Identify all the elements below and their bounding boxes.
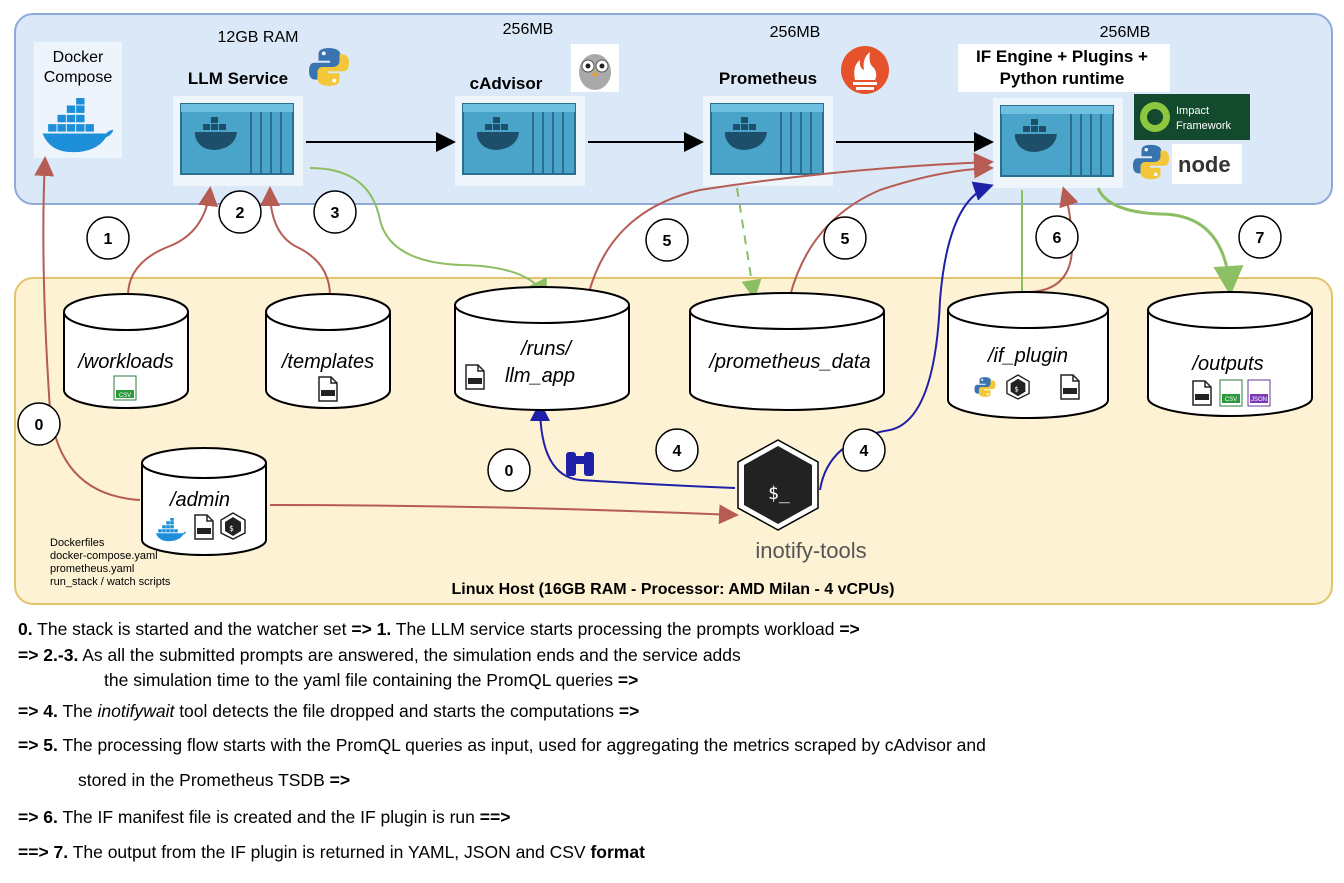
volume-label: /if_plugin [986,345,1068,367]
note-step-6: => 6. The IF manifest file is created an… [18,807,511,827]
if-engine-label-1: IF Engine + Plugins + [976,47,1148,66]
volume-label-1: /runs/ [519,338,573,360]
step-badge: 0 [17,402,61,446]
step-badge: 6 [1035,215,1079,259]
svg-text:7: 7 [1256,230,1265,247]
cadvisor-container: 256MB cAdvisor [453,21,619,186]
container-icon [991,98,1125,188]
llm-service-container: 12GB RAM LLM Service [171,29,349,186]
volume-runs: /runs/ llm_app [454,286,630,411]
framework-label: Framework [1176,120,1232,132]
nodejs-logo: node [1172,144,1242,184]
yaml-file-icon [465,364,485,390]
json-file-icon: JSON [1247,379,1271,407]
svg-text:Dockerfiles: Dockerfiles [50,537,105,549]
step-badge: 2 [218,190,262,234]
green-arrows [309,167,1244,300]
step-badge: 4 [842,428,886,472]
inotify-tools-label: inotify-tools [755,538,866,563]
step-badge: 5 [645,218,689,262]
note-step-2-3-cont: the simulation time to the yaml file con… [104,670,639,690]
svg-text:prometheus.yaml: prometheus.yaml [50,563,134,575]
note-step-2-3: => 2.-3. As all the submitted prompts ar… [18,645,741,665]
step-badge: 4 [655,428,699,472]
impact-label: Impact [1176,105,1209,117]
docker-compose-label-1: Docker [53,49,104,66]
prometheus-flame-icon [841,46,889,94]
prometheus-mem-label: 256MB [770,24,821,41]
binoculars-icon [566,452,594,476]
red-arrows [34,152,1079,525]
volume-label: /templates [280,351,374,373]
step-badge: 5 [823,216,867,260]
svg-text:CSV: CSV [1225,397,1237,403]
step-badge: 3 [313,190,357,234]
node-label: node [1178,152,1231,177]
llm-service-label: LLM Service [188,69,288,88]
svg-text:5: 5 [663,233,672,250]
container-icon [171,96,305,186]
architecture-diagram: $ Docker Compose 12GB RAM LLM Servic [14,13,1333,605]
prometheus-label: Prometheus [719,69,817,88]
volume-label-2: llm_app [505,365,575,387]
volume-templates: /templates [265,293,391,409]
docker-compose-label-2: Compose [44,69,113,86]
svg-text:2: 2 [236,205,245,222]
volume-prometheus-data: /prometheus_data [689,292,885,411]
csv-file-icon: CSV [1219,379,1243,407]
yaml-file-icon [1192,380,1212,406]
volume-label: /admin [168,489,230,511]
svg-text:4: 4 [860,443,869,460]
impact-framework-logo: Impact Framework [1134,94,1250,140]
volume-label: /prometheus_data [707,351,870,373]
linux-host-label: Linux Host (16GB RAM - Processor: AMD Mi… [451,581,894,598]
note-step-4: => 4. The inotifywait tool detects the f… [18,701,640,721]
step-badge: 0 [487,448,531,492]
if-engine-container: 256MB IF Engine + Plugins + Python runti… [958,24,1250,188]
owl-icon [571,44,619,92]
container-icon [453,96,587,186]
note-step-5-cont: stored in the Prometheus TSDB => [78,770,351,790]
svg-text:0: 0 [35,417,44,434]
volume-outputs: /outputs CSV JSON [1147,291,1313,417]
note-step-5: => 5. The processing flow starts with th… [18,735,986,755]
admin-files-list: Dockerfiles docker-compose.yaml promethe… [50,537,171,588]
csv-file-icon: CSV [113,375,137,401]
yaml-file-icon [1060,374,1080,400]
svg-text:docker-compose.yaml: docker-compose.yaml [50,550,158,562]
svg-text:3: 3 [331,205,340,222]
svg-text:run_stack / watch scripts: run_stack / watch scripts [50,576,171,588]
yaml-file-icon [318,376,338,402]
note-step-0: 0. The stack is started and the watcher … [18,619,860,639]
if-engine-label-2: Python runtime [1000,69,1125,88]
volume-label: /outputs [1190,353,1263,375]
svg-text:4: 4 [673,443,682,460]
yaml-file-icon [194,514,214,540]
svg-text:5: 5 [841,231,850,248]
svg-text:6: 6 [1053,230,1062,247]
note-step-7: ==> 7. The output from the IF plugin is … [18,842,645,862]
container-icon [701,96,835,186]
step-badge: 1 [86,216,130,260]
svg-text:JSON: JSON [1251,397,1267,403]
docker-compose-node: Docker Compose [34,42,122,158]
step-badges: 1 2 3 5 5 6 7 0 0 4 4 [17,190,1282,492]
svg-text:1: 1 [104,231,113,248]
shell-prompt: $_ [768,483,790,504]
cadvisor-label: cAdvisor [470,74,543,93]
volume-admin: /admin [141,447,267,556]
step-badge: 7 [1238,215,1282,259]
volume-label: /workloads [76,351,174,373]
svg-text:0: 0 [505,463,514,480]
llm-mem-label: 12GB RAM [218,29,299,46]
volume-if-plugin: /if_plugin [947,291,1109,419]
inotify-tools-node: $_ inotify-tools [737,439,867,563]
svg-text:CSV: CSV [119,393,131,399]
prometheus-container: 256MB Prometheus [701,24,889,186]
if-engine-mem-label: 256MB [1100,24,1151,41]
cadvisor-mem-label: 256MB [503,21,554,38]
volume-workloads: /workloads CSV [63,293,189,409]
